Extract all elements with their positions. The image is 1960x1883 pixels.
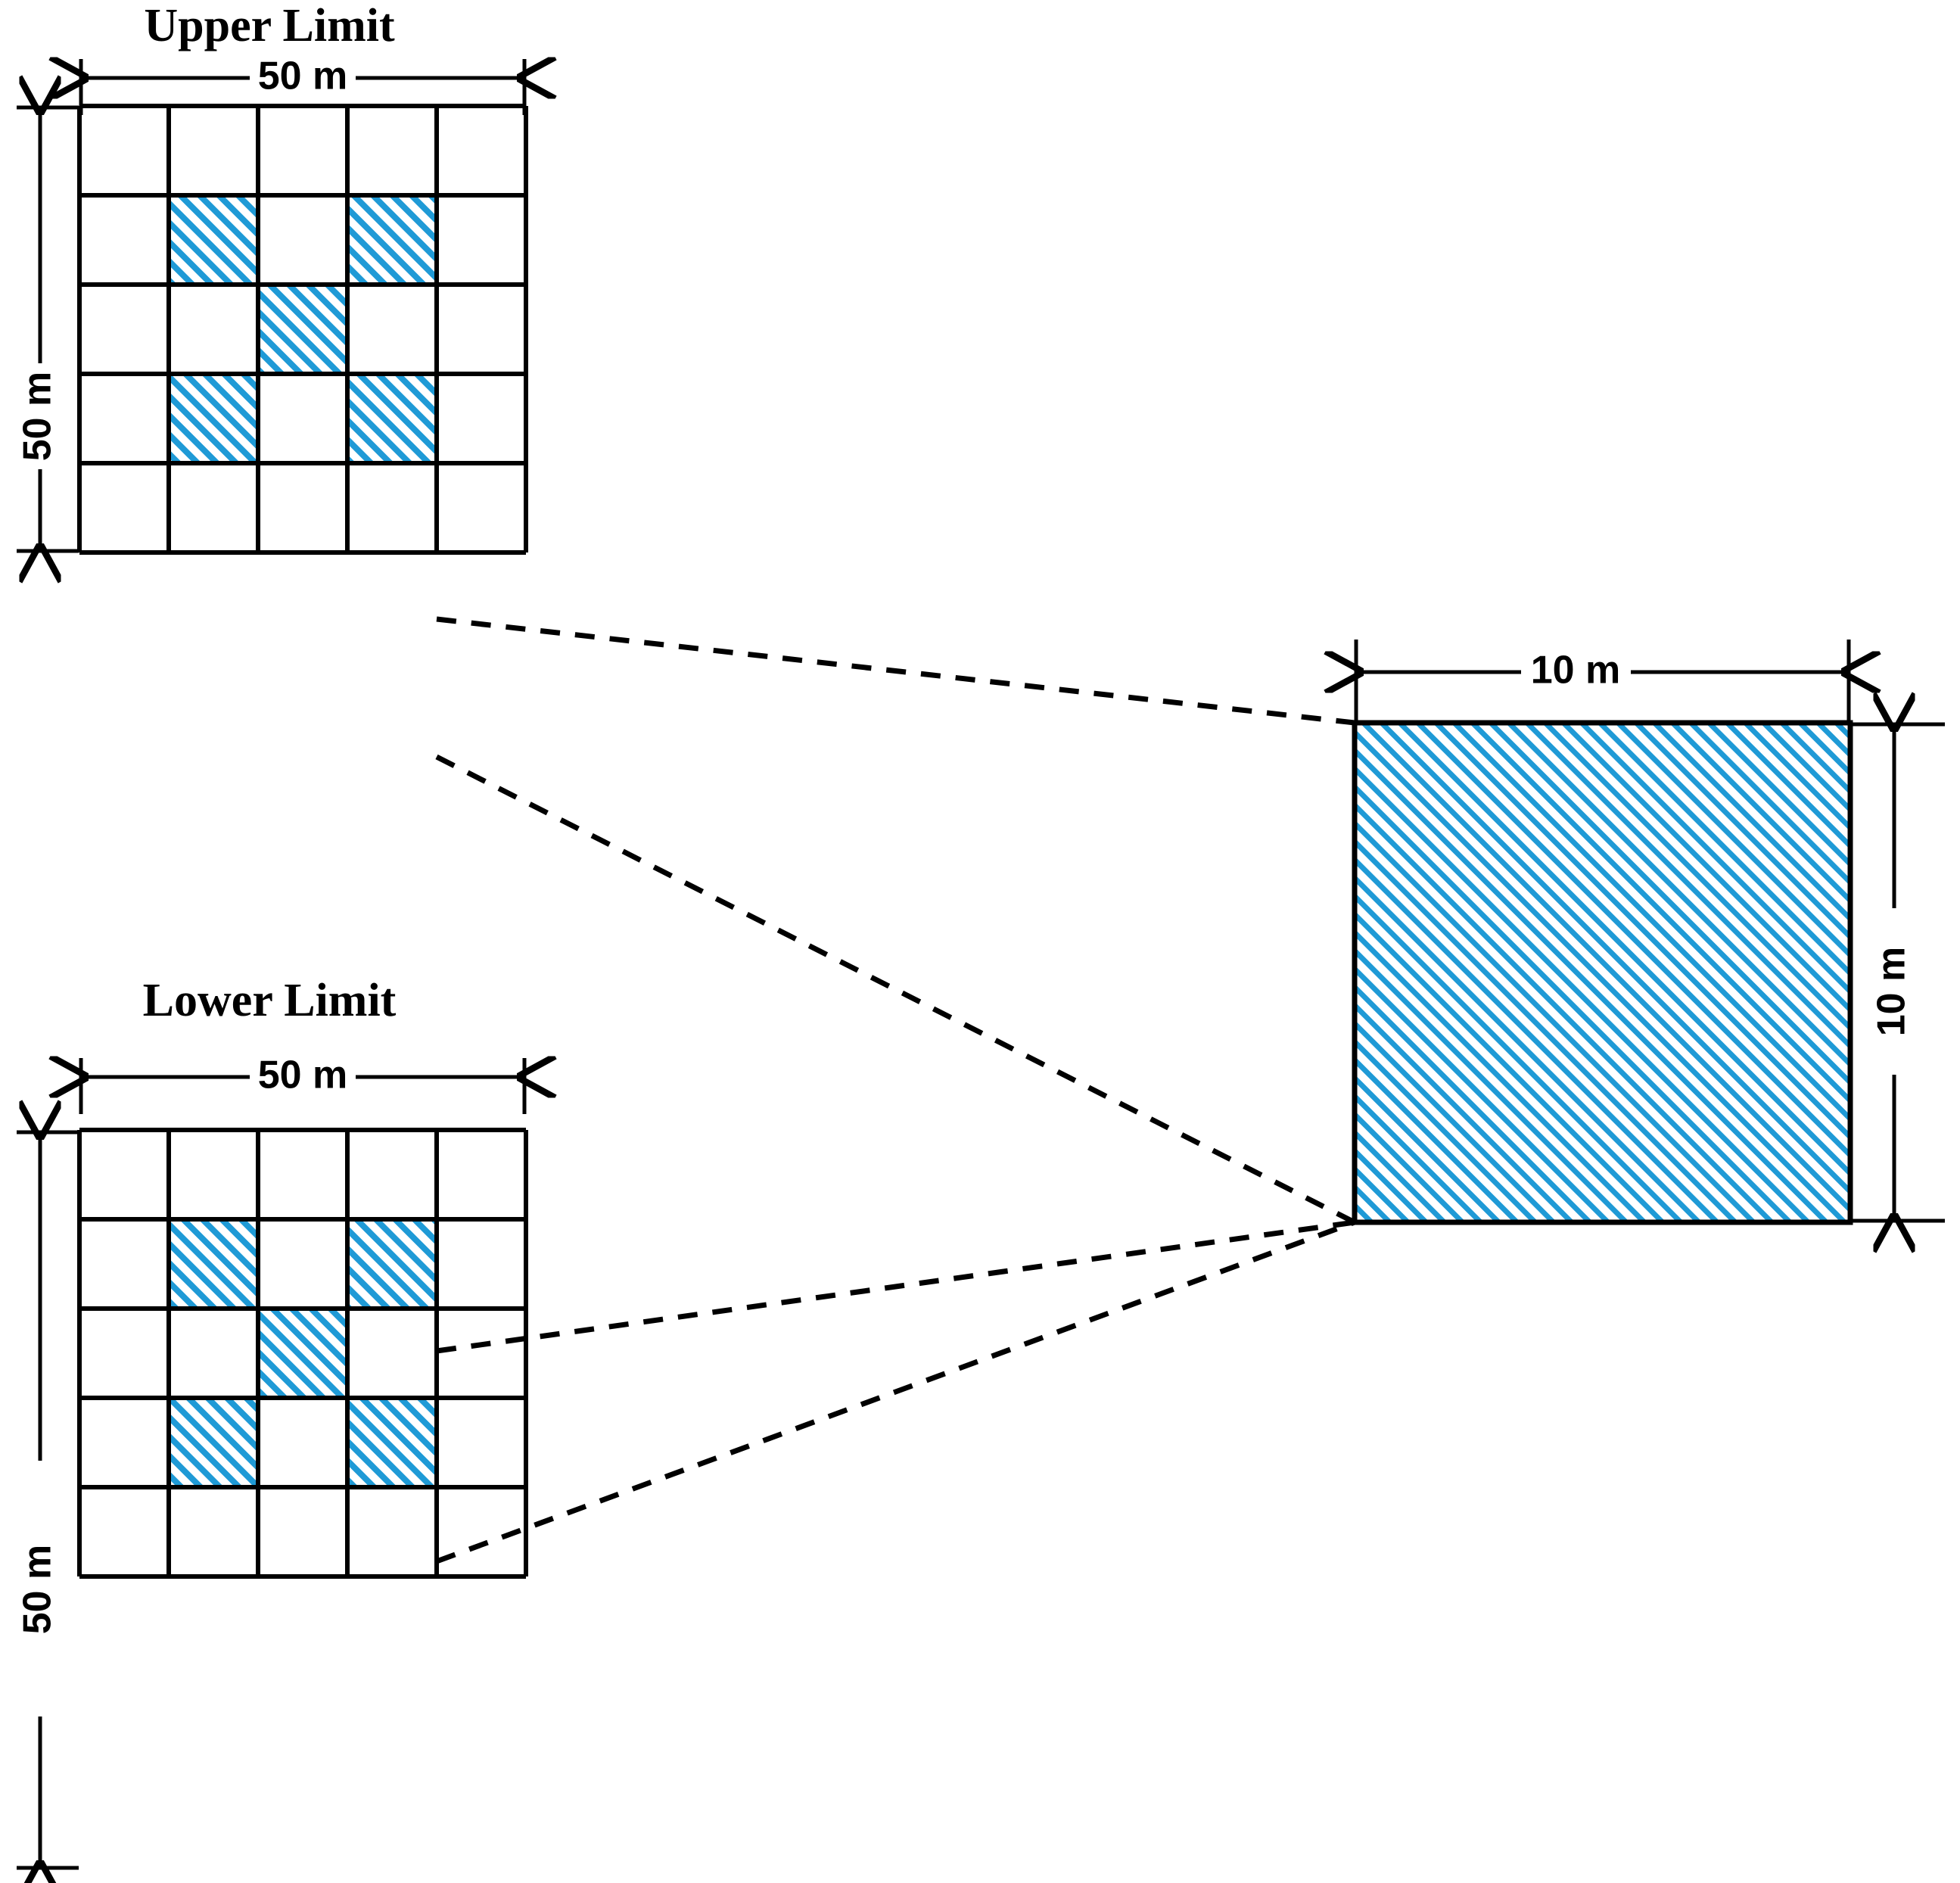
lower-cell-r3c3: [258, 1309, 347, 1398]
lower-cell-r4c2: [169, 1398, 258, 1487]
lower-cell-r4c4: [347, 1398, 437, 1487]
lower-cell-r2c2: [169, 1219, 258, 1309]
panel-upper: Upper Limit 50 m 50 m: [16, 0, 526, 552]
upper-hatched-cells: [169, 195, 437, 463]
leader-lower-bottom: [435, 1219, 1356, 1564]
lower-grid-lines: [77, 1128, 528, 1579]
lower-hatched-cells: [169, 1219, 437, 1487]
detail-width-label: 10 m: [1531, 649, 1621, 693]
detail-height-label: 10 m: [1870, 947, 1914, 1037]
lower-width-label: 50 m: [258, 1054, 348, 1097]
upper-cell-r4c2: [169, 374, 258, 463]
upper-height-label: 50 m: [16, 372, 60, 462]
lower-cell-r2c4: [347, 1219, 437, 1309]
lower-panel-title: Lower Limit: [143, 975, 397, 1026]
leader-upper-bottom: [435, 754, 1356, 1225]
lower-height-label: 50 m: [16, 1545, 60, 1635]
detail-square: [1352, 720, 1853, 1225]
upper-cell-r4c4: [347, 374, 437, 463]
detail-callout: 10 m 10 m: [1355, 640, 1945, 1222]
callout-leader-lines: [435, 616, 1356, 1564]
upper-grid-lines: [77, 104, 528, 555]
upper-cell-r2c2: [169, 195, 258, 285]
panel-lower: Lower Limit 50 m 50 m: [16, 975, 526, 1868]
upper-width-label: 50 m: [258, 54, 348, 98]
leader-lower-top: [436, 1219, 1355, 1354]
leader-upper-top: [436, 616, 1355, 726]
upper-panel-title: Upper Limit: [144, 0, 395, 51]
upper-cell-r2c4: [347, 195, 437, 285]
upper-cell-r3c3: [258, 285, 347, 374]
